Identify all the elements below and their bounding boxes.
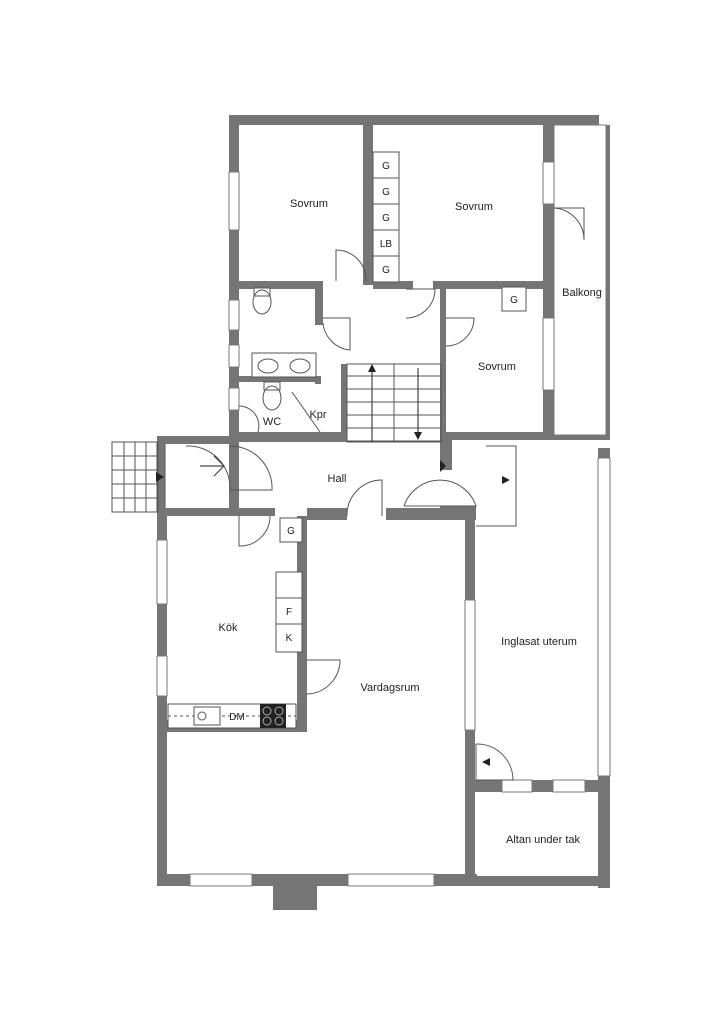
closet-label-g1: G <box>382 161 390 172</box>
room-label-hall: Hall <box>328 473 347 485</box>
room-label-sovrum-2: Sovrum <box>455 201 493 213</box>
closet-label-hall: G <box>287 526 295 537</box>
room-labels: Sovrum Sovrum Sovrum Balkong WC Kpr Hall… <box>219 198 602 846</box>
closet-label-g3: G <box>382 213 390 224</box>
closet-label-sovrum3: G <box>510 295 518 306</box>
bathroom-fixtures <box>238 287 321 433</box>
room-label-kok: Kök <box>219 622 238 634</box>
freezer-label: K <box>286 633 293 644</box>
access-arrows <box>440 460 510 766</box>
room-label-vardagsrum: Vardagsrum <box>360 682 419 694</box>
closet-label-g4: G <box>382 265 390 276</box>
room-label-altan: Altan under tak <box>506 834 580 846</box>
kitchen-counter <box>167 571 303 729</box>
room-label-kpr: Kpr <box>309 409 326 421</box>
interior-walls <box>229 281 610 520</box>
windows <box>156 124 611 887</box>
stairs <box>111 363 442 513</box>
fixture-labels: G G G LB G G G F K DM <box>229 161 518 723</box>
closets <box>279 151 527 543</box>
room-label-sovrum-3: Sovrum <box>478 361 516 373</box>
closet-label-g2: G <box>382 187 390 198</box>
doors <box>164 207 585 781</box>
fridge-label: F <box>286 607 292 618</box>
entry-arrow <box>200 455 225 477</box>
room-label-balkong: Balkong <box>562 287 602 299</box>
closet-label-lb: LB <box>380 239 393 250</box>
room-label-wc: WC <box>263 416 281 428</box>
room-label-sovrum-1: Sovrum <box>290 198 328 210</box>
room-label-inglasat-uterum: Inglasat uterum <box>501 636 577 648</box>
dishwasher-label: DM <box>229 712 245 723</box>
